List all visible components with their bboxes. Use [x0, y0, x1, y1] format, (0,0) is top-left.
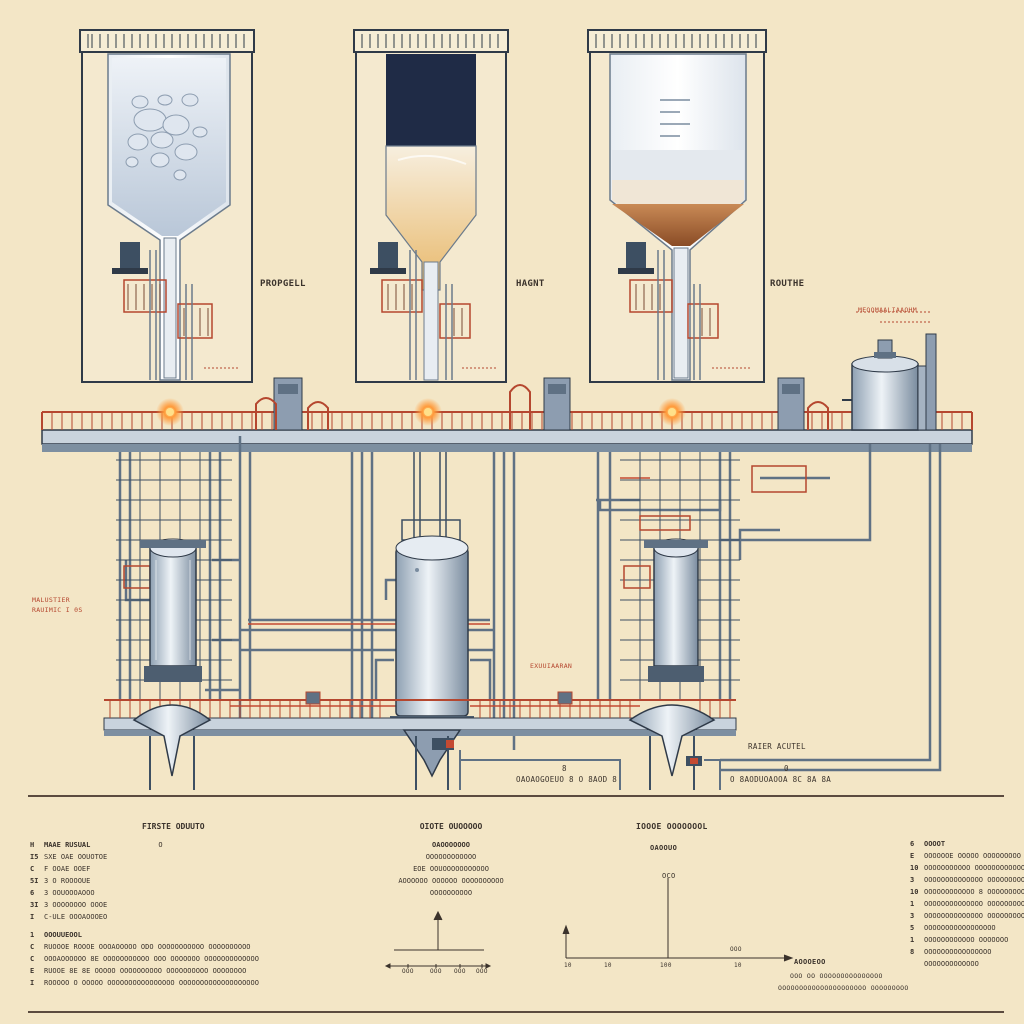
legend-col3-footer-1: OOO OO OOOOOOOOOOOOOOO: [790, 972, 883, 980]
legend-col2-tick: OOO: [402, 968, 414, 975]
legend-col2-tick: OOO: [430, 968, 442, 975]
unit-1-label: PROPGELL: [260, 279, 306, 289]
legend-col1-head-key: H: [30, 841, 35, 849]
legend-col2-head: OAOOOOOOO: [432, 841, 470, 849]
legend-col3-footer-2: OOOOOOOOOOOOOOOOOOOOO OOOOOOOOO: [778, 984, 909, 992]
side-label-left-2: RAUIMIC I 0S: [32, 606, 83, 614]
legend-col2-row: OOOOOOOOOOOO: [425, 853, 477, 861]
legend-col1-head: MAAE RUSUAL: [44, 841, 91, 849]
legend-col3-tick: 10: [734, 962, 742, 969]
legend-col2-tick: OOO: [454, 968, 466, 975]
legend-col3-value-label: OCO: [662, 872, 676, 880]
legend-col4-row: OOOOOOOOOOOOO: [924, 960, 979, 968]
legend-col1-sec: OOOUUEOOL: [44, 931, 82, 939]
legend-col4-head: OOOOT: [924, 840, 946, 848]
hopper-unit-2: [353, 29, 509, 383]
bottom-left-label: OAOAOGOEUO 8 O 8AOD 8: [516, 775, 618, 784]
legend-col4-head-key: 6: [910, 840, 915, 848]
bottom-left-num: 8: [562, 764, 567, 773]
hopper-unit-1: [79, 29, 255, 383]
center-column: [401, 452, 461, 541]
side-label-left-1: MALUSTIER: [32, 596, 70, 604]
legend-col3-head: OAOOUO: [650, 844, 678, 852]
bottom-right-num: 0: [784, 764, 789, 773]
legend-col2-title: OIOTE OUOOOOO: [419, 822, 483, 831]
side-label-right-out: RAIER ACUTEL: [748, 742, 806, 751]
side-label-right-tank: MEOOMAALIAAOHM: [858, 306, 917, 314]
legend-col3-right-label: AOOOEOO: [794, 958, 826, 966]
main-deck: [41, 377, 973, 452]
column-tank-right: [644, 538, 708, 682]
legend-mini-chart-2: [562, 878, 794, 962]
legend-mini-chart-1: [384, 910, 492, 969]
legend-col1-sub-key: O: [158, 841, 163, 849]
column-tank-left: [140, 538, 206, 682]
legend-column-2: OIOTE OUOOOOO OAOOOOOOO OOOOOOOOOOOO EOE…: [376, 822, 526, 899]
legend-col3-title: IOOOE OOOOOOOL: [636, 822, 708, 831]
legend-col2-row: EOE OOUOOOOOOOOOOO: [413, 865, 489, 873]
unit-2-label: HAGNT: [516, 279, 545, 289]
legend-col3-tick: 10: [564, 962, 572, 969]
legend-col2-row: AOOOOOO OOOOOO OOOOOOOOOO: [398, 877, 504, 885]
legend-col1-title: FIRSTE ODUUTO: [142, 822, 205, 831]
legend-col3-tick: 10: [604, 962, 612, 969]
side-label-mid: EXUUIAARAN: [530, 662, 573, 670]
legend-col3-tick: 100: [660, 962, 672, 969]
side-storage-tank: [842, 311, 937, 431]
hopper-unit-3: [587, 29, 767, 383]
legend-col2-tick: OOO: [476, 968, 488, 975]
unit-3-label: ROUTHE: [770, 279, 805, 289]
legend-col2-row: OOOOOOOOOO: [429, 889, 473, 897]
lower-deck: [103, 691, 737, 790]
piping-network: [118, 436, 942, 772]
legend-col3-mark: OOO: [730, 946, 742, 953]
bottom-right-label: O 8AODUOAOOA 8C 8A 8A: [730, 775, 832, 784]
legend-col1-sec-key: 1: [30, 931, 35, 939]
